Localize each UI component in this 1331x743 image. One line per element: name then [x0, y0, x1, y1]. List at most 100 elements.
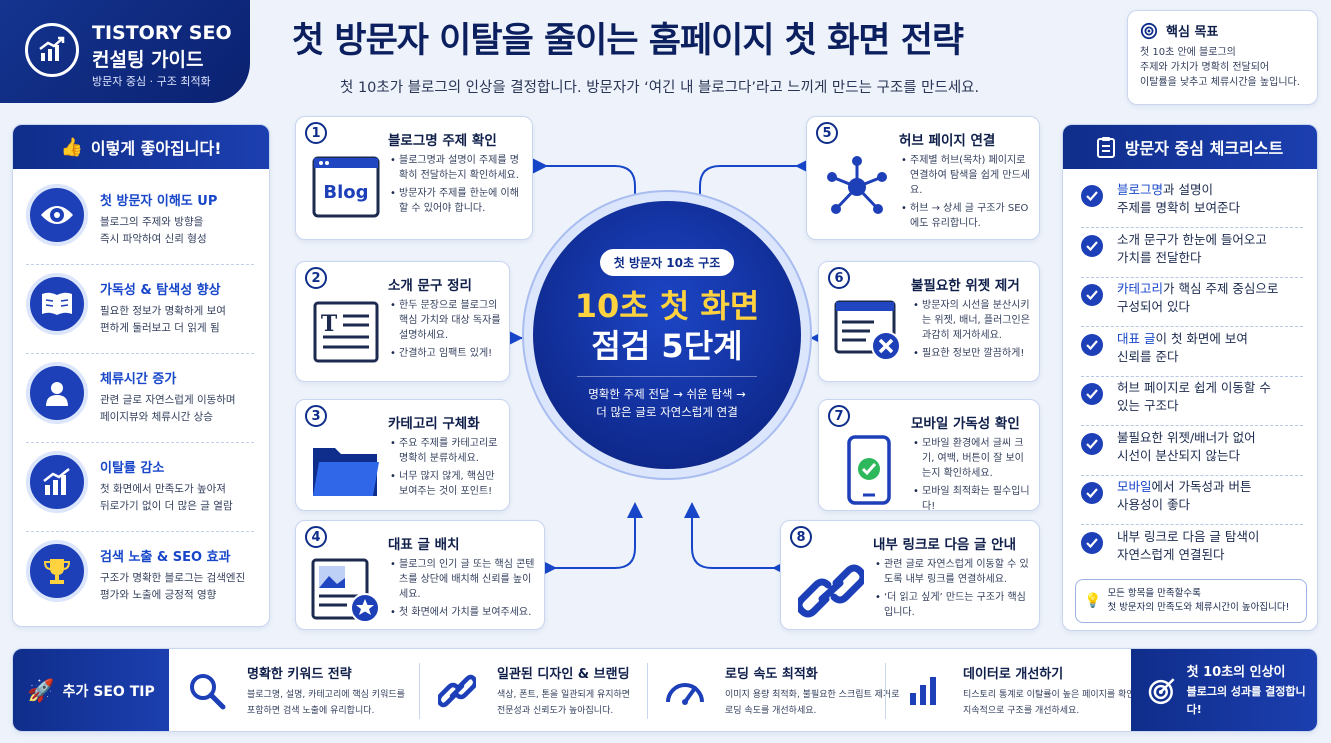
divider: [1081, 326, 1303, 327]
step-card-5: 5허브 페이지 연결주제별 허브(목차) 페이지로 연결하여 탐색을 쉽게 만드…: [806, 116, 1040, 240]
speedometer-icon: [661, 667, 709, 715]
divider: [1081, 474, 1303, 476]
check-icon: [1081, 185, 1103, 207]
step-number: 4: [305, 526, 327, 548]
benefit-desc-2: 즉시 파악하여 신뢰 형성: [100, 233, 207, 245]
step-bullets: 주제별 허브(목차) 페이지로 연결하여 탐색을 쉽게 만드세요.허브 → 상세…: [901, 153, 1031, 234]
eye-icon: [26, 184, 88, 246]
tip-title: 로딩 속도 최적화: [725, 667, 818, 682]
divider: [419, 663, 420, 719]
divider: [26, 264, 254, 265]
step-title: 내부 링크로 다음 글 안내: [873, 537, 1016, 553]
checklist-text-2: 사용성이 좋다: [1117, 497, 1190, 512]
step-number: 8: [790, 526, 812, 548]
checklist-text-2: 가치를 전달한다: [1117, 249, 1202, 265]
check-icon: [1081, 284, 1103, 306]
benefit-title: 체류시간 증가: [100, 372, 177, 387]
tip-title: 일관된 디자인 & 브랜딩: [497, 667, 630, 682]
benefits-header: 👍 이렇게 좋아집니다!: [13, 125, 269, 169]
divider: [26, 353, 254, 354]
step-bullet: 너무 많지 않게, 핵심만 보여주는 것이 포인트!: [390, 469, 501, 499]
benefit-desc-2: 평가와 노출에 긍정적 영향: [100, 589, 217, 601]
step-bullet: 간결하고 임팩트 있게!: [390, 346, 501, 361]
step-bullet: 관련 글로 자연스럽게 이동할 수 있도록 내부 링크를 연결하세요.: [875, 557, 1031, 587]
benefit-desc-1: 구조가 명확한 블로그는 검색엔진: [100, 572, 246, 584]
lightbulb-icon: 💡: [1084, 593, 1102, 609]
center-hub: 첫 방문자 10초 구조 10초 첫 화면 점검 5단계 명확한 주제 전달 →…: [522, 190, 812, 480]
trophy-icon: [26, 540, 88, 602]
featured-post-icon: [308, 553, 384, 629]
check-icon: [1081, 531, 1103, 554]
step-bullets: 모바일 환경에서 글씨 크기, 여백, 버튼이 잘 보이는지 확인하세요.모바일…: [913, 436, 1031, 517]
folder-icon: [308, 432, 384, 508]
tip-desc-1: 이미지 용량 최적화, 불필요한 스크립트 제거로: [725, 690, 900, 700]
divider: [1081, 524, 1303, 525]
check-icon: [1081, 383, 1103, 405]
divider: [1081, 425, 1303, 426]
step-number: 7: [828, 405, 850, 427]
step-title: 불필요한 위젯 제거: [911, 278, 1020, 294]
checklist-note-1: 모든 항목을 만족할수록: [1107, 588, 1201, 599]
remove-widget-icon: [831, 294, 907, 370]
benefit-title: 가독성 & 탐색성 향상: [100, 283, 221, 298]
step-number: 1: [305, 122, 327, 144]
check-icon: [1081, 482, 1103, 504]
goal-text-2: 주제와 가치가 명확히 전달되어: [1140, 62, 1270, 73]
step-bullets: 관련 글로 자연스럽게 이동할 수 있도록 내부 링크를 연결하세요.‘더 읽고…: [875, 557, 1031, 623]
tip-desc-2: 지속적으로 구조를 개선하세요.: [963, 706, 1080, 716]
tips-label: 추가 SEO TIP: [62, 684, 155, 700]
target-icon: [1140, 22, 1158, 39]
tip-title: 데이터로 개선하기: [963, 667, 1064, 682]
goal-text-1: 첫 10초 안에 블로그의: [1140, 47, 1236, 58]
brand-tagline: 방문자 중심 · 구조 최적화: [92, 75, 211, 88]
checklist-text-2: 있는 구조다: [1117, 398, 1179, 413]
tip-desc-2: 로딩 속도를 개선하세요.: [725, 706, 817, 716]
check-icon: [1081, 234, 1103, 257]
step-title: 대표 글 배치: [388, 537, 460, 553]
divider: [1081, 375, 1303, 377]
checklist-note: 💡 모든 항목을 만족할수록 첫 방문자의 만족도와 체류시간이 높아집니다!: [1075, 579, 1307, 623]
checklist-text-2: 자연스럽게 연결된다: [1117, 546, 1225, 562]
tip-desc-1: 티스토리 통계로 이탈률이 높은 페이지를 확인하고: [963, 690, 1152, 700]
tip-title: 명확한 키워드 전략: [247, 667, 352, 682]
checklist-title: 방문자 중심 체크리스트: [1124, 139, 1284, 158]
checklist-highlight: 대표 글: [1117, 330, 1156, 346]
checklist-highlight: 블로그명: [1117, 182, 1164, 197]
divider: [26, 531, 254, 532]
benefit-desc-1: 블로그의 주제와 방향을: [100, 216, 204, 228]
step-bullets: 방문자의 시선을 분산시키는 위젯, 배너, 플러그인은 과감히 제거하세요.필…: [913, 298, 1031, 364]
step-title: 카테고리 구체화: [388, 416, 480, 432]
step-title: 소개 문구 정리: [388, 278, 472, 294]
divider: [885, 663, 886, 719]
step-title: 허브 페이지 연결: [899, 133, 996, 149]
benefit-title: 검색 노출 & SEO 효과: [100, 550, 231, 565]
benefit-title: 첫 방문자 이해도 UP: [100, 194, 218, 209]
tip-desc-2: 전문성과 신뢰도가 높아집니다.: [497, 706, 614, 716]
benefit-title: 이탈률 감소: [100, 461, 165, 476]
center-title-2: 점검 5단계: [591, 327, 743, 365]
checklist-text: 가 핵심 주제 중심으로: [1163, 281, 1279, 296]
tip-desc-1: 색상, 폰트, 톤을 일관되게 유지하면: [497, 690, 631, 700]
step-bullet: 모바일 환경에서 글씨 크기, 여백, 버튼이 잘 보이는지 확인하세요.: [913, 436, 1031, 481]
step-number: 2: [305, 267, 327, 289]
checklist-header: 방문자 중심 체크리스트: [1063, 125, 1317, 169]
text-document-icon: T: [308, 294, 384, 370]
step-number: 6: [828, 267, 850, 289]
checklist-highlight: 카테고리: [1117, 281, 1164, 296]
